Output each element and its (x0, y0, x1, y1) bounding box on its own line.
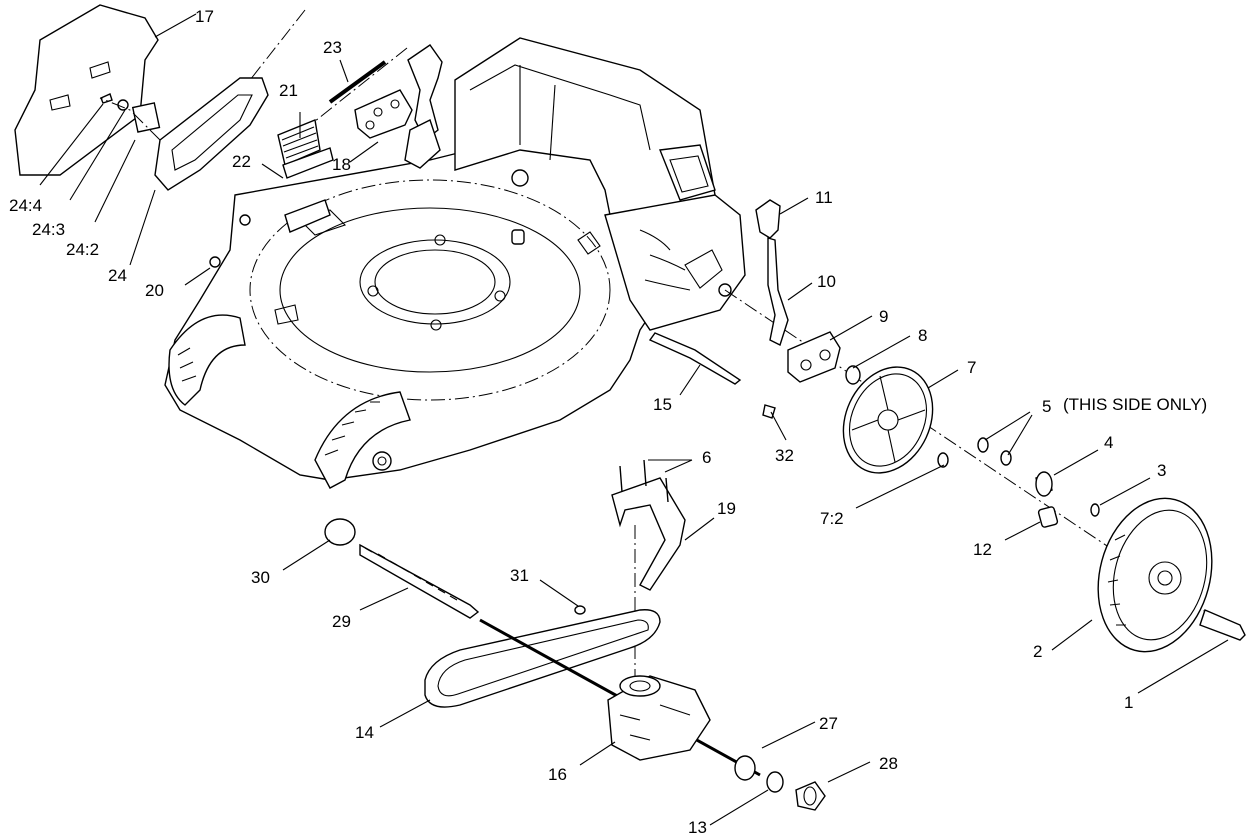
callout-8: 8 (918, 326, 927, 345)
wheel-cover (842, 366, 949, 474)
callout-14: 14 (355, 723, 374, 742)
strut-parts (648, 332, 776, 419)
callout-1: 1 (1124, 693, 1133, 712)
callout-24-2: 24:2 (66, 240, 99, 259)
callout-2: 2 (1033, 642, 1042, 661)
callout-10: 10 (817, 272, 836, 291)
axle-hardware (734, 755, 826, 811)
hinge-parts (209, 44, 443, 268)
callout-16: 16 (548, 765, 567, 784)
callout-12: 12 (973, 540, 992, 559)
callout-24: 24 (108, 266, 127, 285)
callout-24-3: 24:3 (32, 220, 65, 239)
rear-wheel (1097, 497, 1246, 653)
callout-30: 30 (251, 568, 270, 587)
callout-7-2: 7:2 (820, 509, 844, 528)
callout-31: 31 (510, 566, 529, 585)
callout-29: 29 (332, 612, 351, 631)
callout-6: 6 (702, 448, 711, 467)
callout-5: 5 (1042, 397, 1051, 416)
callout-21: 21 (279, 81, 298, 100)
drive-system (324, 518, 761, 777)
callout-9: 9 (879, 307, 888, 326)
callout-4: 4 (1104, 433, 1113, 452)
callout-24-4: 24:4 (9, 196, 42, 215)
callout-27: 27 (819, 714, 838, 733)
callout-11: 11 (815, 188, 833, 207)
grass-deflector (14, 4, 159, 176)
drive-bracket (611, 459, 686, 690)
mower-deck (164, 9, 1241, 636)
callout-17: 17 (195, 7, 214, 26)
callout-20: 20 (145, 281, 164, 300)
callout-18: 18 (332, 155, 351, 174)
callout-19: 19 (717, 499, 736, 518)
leader-lines (39, 13, 1229, 826)
callout-22: 22 (232, 152, 251, 171)
callout-7: 7 (967, 358, 976, 377)
callout-15: 15 (653, 395, 672, 414)
wheel-hardware (977, 437, 1100, 528)
rear-door (99, 77, 269, 191)
callout-13: 13 (688, 818, 707, 836)
callout-28: 28 (879, 754, 898, 773)
callout-32: 32 (775, 446, 794, 465)
callout-labels: 1 2 3 4 5 (THIS SIDE ONLY) 6 7 7:2 8 9 1… (9, 7, 1207, 836)
callout-3: 3 (1157, 461, 1166, 480)
callout-23: 23 (323, 38, 342, 57)
callout-5-note: (THIS SIDE ONLY) (1063, 395, 1207, 414)
height-adjust-parts (755, 199, 861, 385)
